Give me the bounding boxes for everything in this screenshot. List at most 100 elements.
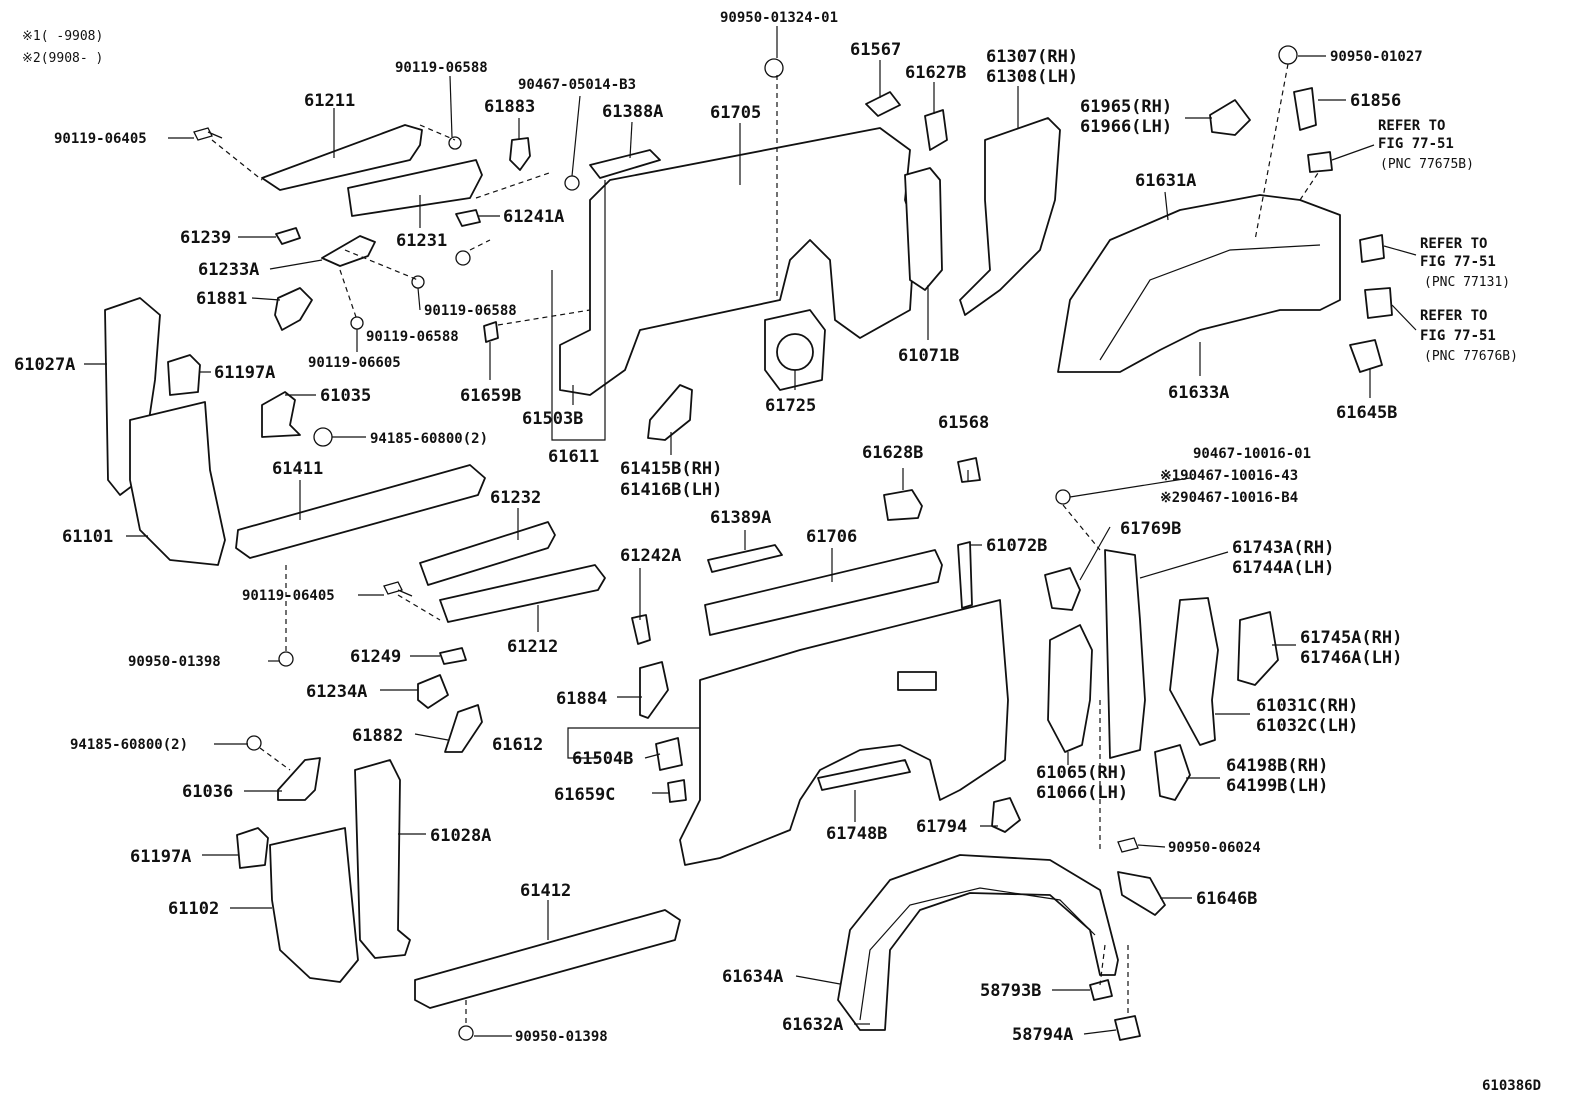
label-61389A: 61389A — [710, 508, 771, 528]
label-61036: 61036 — [182, 782, 233, 802]
label-61066: 61066(LH) — [1036, 783, 1128, 803]
label-refer3-a: REFER TO — [1420, 308, 1487, 324]
label-90119-06605: 90119-06605 — [308, 355, 401, 371]
label-61883: 61883 — [484, 97, 535, 117]
label-61966: 61966(LH) — [1080, 117, 1172, 137]
part-61389A — [707, 544, 783, 573]
label-61416B: 61416B(LH) — [620, 480, 722, 500]
part-61612-handle — [897, 671, 937, 691]
part-61211 — [261, 124, 423, 191]
part-61567 — [865, 91, 901, 117]
part-61881 — [274, 287, 313, 331]
label-90467-05014-B3: 90467-05014-B3 — [518, 77, 636, 93]
part-61234A — [417, 674, 449, 709]
label-61567: 61567 — [850, 40, 901, 60]
part-61633A-hatch — [1099, 244, 1321, 361]
part-58794A — [1114, 1015, 1141, 1041]
part-refer-77131 — [1359, 234, 1385, 263]
leader-lines — [84, 26, 1417, 1037]
label-refer2-a: REFER TO — [1420, 236, 1487, 252]
label-refer1-b: FIG 77-51 — [1378, 136, 1454, 152]
label-90119-06405-b: 90119-06405 — [242, 588, 335, 604]
label-64198B: 64198B(RH) — [1226, 756, 1328, 776]
part-61101 — [129, 401, 226, 566]
label-61241A: 61241A — [503, 207, 564, 227]
label-90467-10016-01: 90467-10016-01 — [1193, 446, 1311, 462]
label-61659B: 61659B — [460, 386, 521, 406]
label-61197A-top: 61197A — [214, 363, 275, 383]
label-61631A: 61631A — [1135, 171, 1196, 191]
label-61646B: 61646B — [1196, 889, 1257, 909]
label-61233A: 61233A — [198, 260, 259, 280]
part-61645B — [1349, 339, 1383, 373]
part-61706 — [704, 549, 943, 636]
label-90119-06588-a: 90119-06588 — [395, 60, 488, 76]
part-61743A — [1104, 549, 1146, 759]
label-90950-01398-a: 90950-01398 — [128, 654, 221, 670]
part-61035 — [261, 391, 301, 438]
diagram-id: 610386D — [1482, 1078, 1541, 1094]
clip-90467-05014 — [564, 175, 580, 191]
clip-90950-01398-a — [278, 651, 294, 667]
label-61612: 61612 — [492, 735, 543, 755]
label-61881: 61881 — [196, 289, 247, 309]
part-labels: 61211 90119-06588 90467-05014-B3 61883 6… — [14, 10, 1541, 1094]
part-61239 — [275, 227, 301, 245]
label-61794: 61794 — [916, 817, 967, 837]
part-61568 — [957, 457, 981, 483]
label-61743A: 61743A(RH) — [1232, 538, 1334, 558]
label-90119-06405-a: 90119-06405 — [54, 131, 147, 147]
label-61882: 61882 — [352, 726, 403, 746]
bolt-90119-06588-b — [455, 250, 471, 266]
label-61412: 61412 — [520, 881, 571, 901]
part-61965 — [1209, 99, 1251, 136]
part-61415B — [647, 384, 693, 441]
label-61706: 61706 — [806, 527, 857, 547]
label-61028A: 61028A — [430, 826, 491, 846]
part-61249 — [439, 647, 467, 665]
part-61231 — [347, 159, 483, 217]
part-61882 — [444, 704, 483, 753]
part-58793B — [1089, 979, 1113, 1001]
label-61197A-bottom: 61197A — [130, 847, 191, 867]
label-refer1-c: (PNC 77675B) — [1380, 157, 1474, 172]
label-61633A: 61633A — [1168, 383, 1229, 403]
label-90950-01027: 90950-01027 — [1330, 49, 1423, 65]
label-61101: 61101 — [62, 527, 113, 547]
label-90467-10016-B4: ※290467-10016-B4 — [1160, 490, 1298, 506]
part-61725-ring — [776, 333, 814, 371]
label-61745A: 61745A(RH) — [1300, 628, 1402, 648]
clip-90950-01398-b — [458, 1025, 474, 1041]
label-refer3-c: (PNC 77676B) — [1424, 349, 1518, 364]
part-61632A — [859, 887, 1096, 1021]
label-61503B: 61503B — [522, 409, 583, 429]
label-61035: 61035 — [320, 386, 371, 406]
label-61234A: 61234A — [306, 682, 367, 702]
part-61628B — [883, 489, 923, 521]
part-61212 — [439, 564, 606, 623]
part-61197A-bottom — [236, 827, 269, 869]
part-61242A — [631, 614, 651, 645]
note-1: ※1( -9908) — [22, 29, 103, 44]
label-61965: 61965(RH) — [1080, 97, 1172, 117]
part-61748B — [817, 759, 911, 791]
label-61102: 61102 — [168, 899, 219, 919]
label-64199B: 64199B(LH) — [1226, 776, 1328, 796]
clip-90950-01027 — [1278, 45, 1298, 65]
label-61232: 61232 — [490, 488, 541, 508]
part-refer-77675B — [1307, 151, 1333, 173]
label-61249: 61249 — [350, 647, 401, 667]
part-61065 — [1047, 624, 1093, 753]
part-61504B — [655, 737, 683, 771]
label-refer2-b: FIG 77-51 — [1420, 254, 1496, 270]
part-61631A — [1057, 194, 1341, 373]
part-61705 — [559, 127, 916, 396]
part-61883 — [509, 137, 531, 171]
label-61744A: 61744A(LH) — [1232, 558, 1334, 578]
label-90119-06588-b: 90119-06588 — [424, 303, 517, 319]
label-refer1-a: REFER TO — [1378, 118, 1445, 134]
label-61027A: 61027A — [14, 355, 75, 375]
label-61031C: 61031C(RH) — [1256, 696, 1358, 716]
bolt-90119-06605 — [350, 316, 364, 330]
label-61659C: 61659C — [554, 785, 615, 805]
